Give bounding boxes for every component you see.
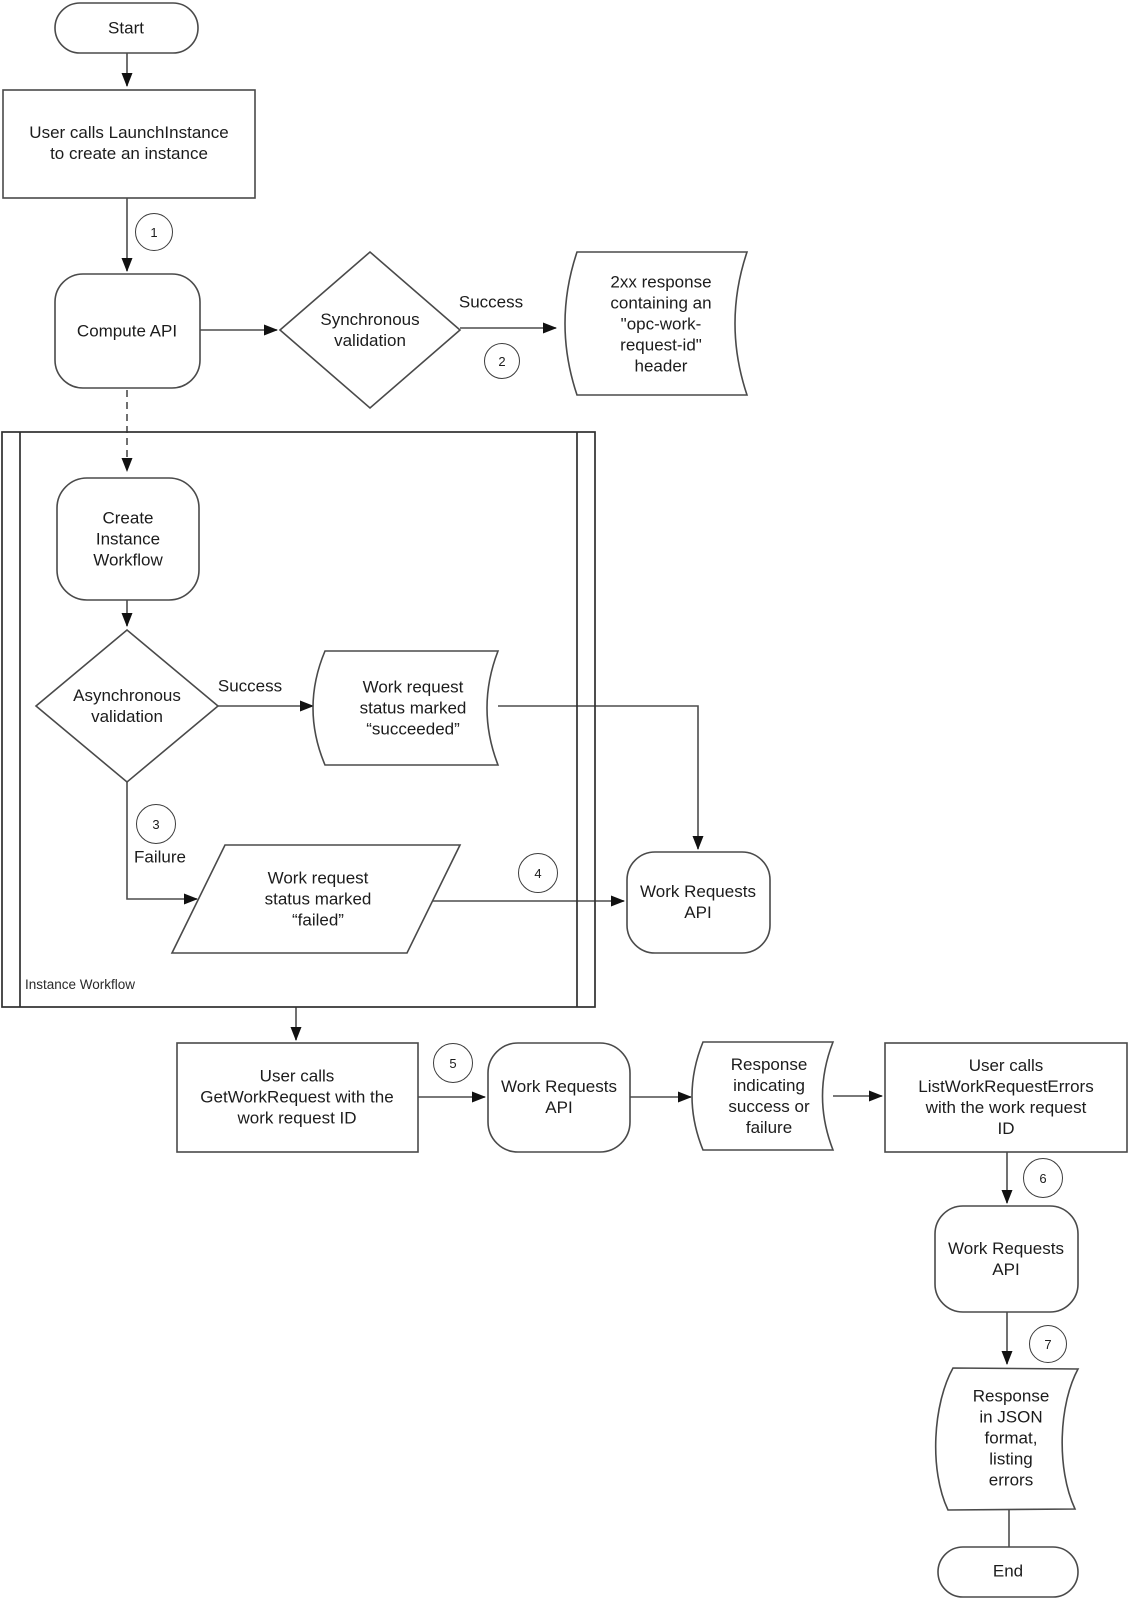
create-instance-workflow-node	[56, 477, 200, 601]
status-failed-node	[170, 844, 462, 954]
response-2xx-node	[564, 251, 749, 396]
edge-asyncvalidation-to-failed	[126, 782, 198, 905]
step-badge-3: 3	[136, 804, 176, 844]
work-requests-api-node-3	[934, 1205, 1079, 1313]
step-badge-1: 1	[135, 213, 173, 251]
sync-validation-decision	[278, 250, 462, 410]
step-badge-2: 2	[484, 343, 520, 379]
end-node	[937, 1546, 1079, 1598]
step-badge-6: 6	[1023, 1158, 1063, 1198]
list-work-request-errors-node	[884, 1042, 1128, 1153]
status-succeeded-node	[312, 650, 500, 766]
step-badge-4: 4	[518, 853, 558, 893]
get-work-request-node	[176, 1042, 419, 1153]
response-success-failure-node	[691, 1041, 835, 1151]
work-requests-api-node-2	[487, 1042, 631, 1153]
instance-workflow-container	[1, 431, 596, 1008]
launch-instance-node	[2, 89, 256, 199]
step-badge-7: 7	[1029, 1325, 1067, 1363]
edge-succeeded-to-workrequestsapi	[498, 705, 704, 850]
work-requests-api-node-1	[626, 851, 771, 954]
compute-api-node	[54, 273, 201, 389]
step-badge-5: 5	[433, 1043, 473, 1083]
async-validation-decision	[34, 628, 220, 784]
response-json-node	[934, 1367, 1080, 1511]
start-node	[54, 2, 199, 54]
